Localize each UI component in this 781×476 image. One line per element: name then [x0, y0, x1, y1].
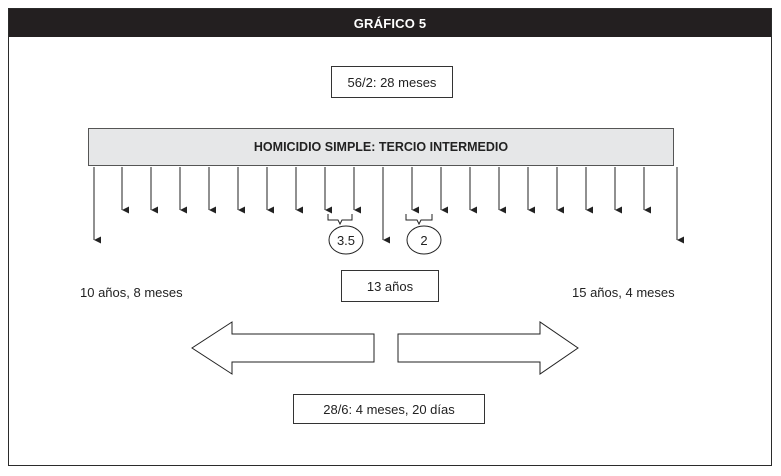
circle-left-shape [328, 225, 364, 255]
tercio-intermedio-band: HOMICIDIO SIMPLE: TERCIO INTERMEDIO [88, 128, 674, 166]
right-block-arrow [397, 321, 579, 375]
tick-arrows [93, 167, 684, 244]
bottom-box: 28/6: 4 meses, 20 días [293, 394, 485, 424]
top-box: 56/2: 28 meses [331, 66, 453, 98]
right-label: 15 años, 4 meses [572, 285, 675, 300]
circle-left-text: 3.5 [337, 233, 355, 248]
circle-right-text: 2 [420, 233, 427, 248]
left-label: 10 años, 8 meses [80, 285, 183, 300]
chart-title: GRÁFICO 5 [9, 9, 771, 37]
circle-right-shape [406, 225, 442, 255]
center-box: 13 años [341, 270, 439, 302]
left-block-arrow [191, 321, 375, 375]
brace-right [405, 214, 433, 226]
brace-left [327, 214, 353, 226]
